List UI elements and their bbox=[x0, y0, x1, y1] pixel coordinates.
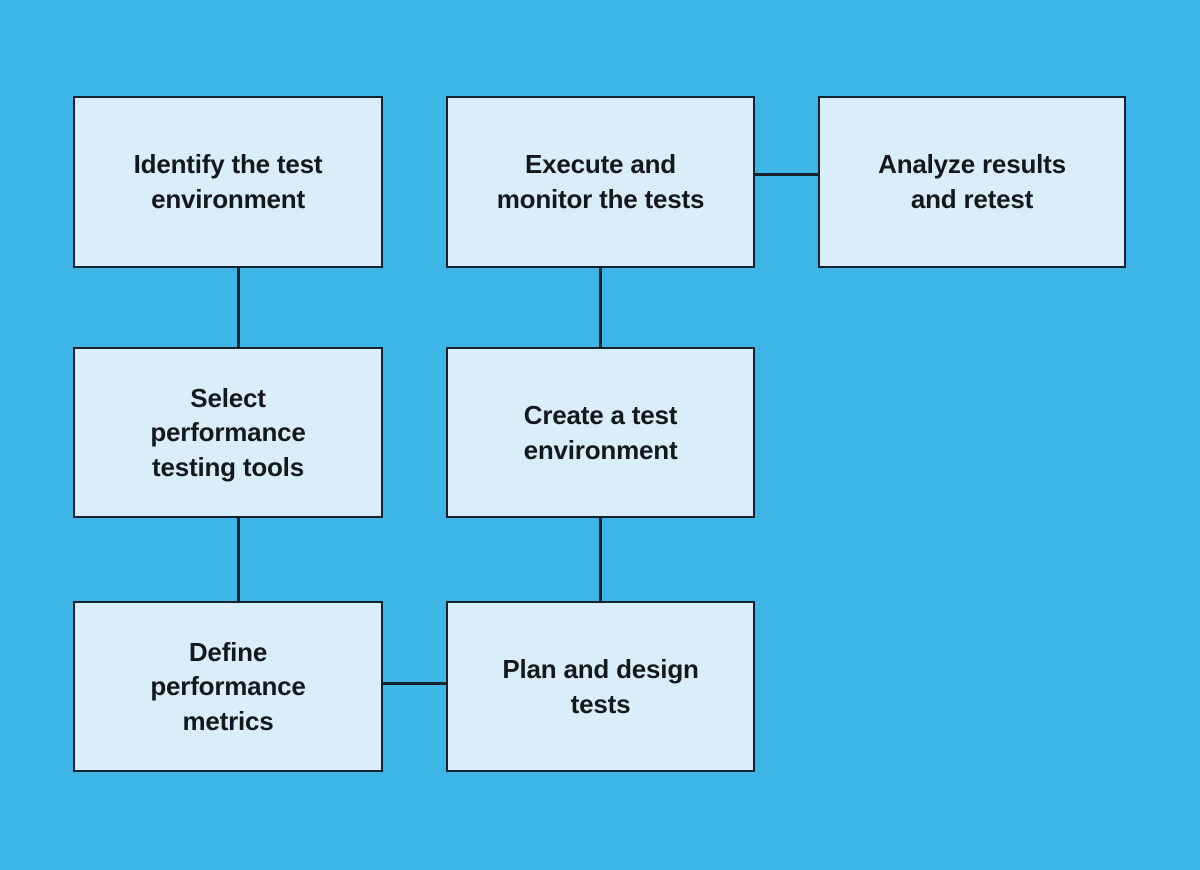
node-execute-monitor-tests[interactable]: Execute and monitor the tests bbox=[446, 96, 755, 268]
node-label: Analyze results and retest bbox=[878, 149, 1066, 214]
connector-execute-to-create bbox=[599, 266, 602, 349]
node-label: Identify the test environment bbox=[133, 149, 323, 214]
node-create-test-environment[interactable]: Create a test environment bbox=[446, 347, 755, 518]
connector-execute-to-analyze bbox=[755, 173, 820, 176]
node-label: Plan and design tests bbox=[502, 653, 699, 719]
node-label: Create a test environment bbox=[523, 399, 678, 465]
connector-identify-to-select bbox=[237, 266, 240, 349]
node-analyze-results-retest[interactable]: Analyze results and retest bbox=[818, 96, 1126, 268]
node-label: Execute and monitor the tests bbox=[496, 149, 705, 214]
connector-define-to-plan bbox=[381, 682, 448, 685]
node-label: Select performance testing tools bbox=[150, 382, 306, 482]
node-define-performance-metrics[interactable]: Define performance metrics bbox=[73, 601, 383, 772]
connector-select-to-define bbox=[237, 516, 240, 603]
connector-create-to-plan bbox=[599, 516, 602, 603]
node-select-performance-testing-tools[interactable]: Select performance testing tools bbox=[73, 347, 383, 518]
node-plan-and-design-tests[interactable]: Plan and design tests bbox=[446, 601, 755, 772]
node-label: Define performance metrics bbox=[150, 636, 306, 736]
node-identify-test-environment[interactable]: Identify the test environment bbox=[73, 96, 383, 268]
